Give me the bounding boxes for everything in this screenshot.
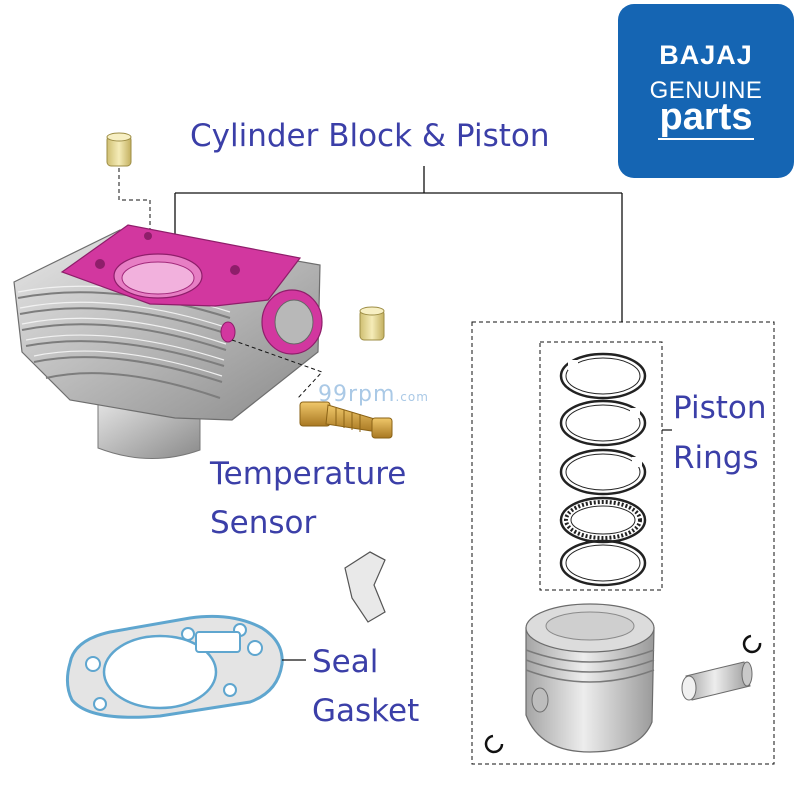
logo-parts: parts [659, 96, 753, 138]
seal-gasket-label-line2: Gasket [312, 693, 420, 729]
diagram-title: Cylinder Block & Piston [190, 118, 550, 154]
piston-rings-box [539, 341, 663, 591]
temperature-sensor-icon [299, 401, 393, 439]
piston-ring-icon [559, 539, 647, 587]
piston-icon [525, 603, 655, 753]
cylinder-block-icon [13, 224, 323, 460]
seal-icon [344, 551, 386, 623]
dowel-guide-line [118, 168, 151, 245]
piston-pin-icon [681, 661, 753, 701]
sensor-guide-line [231, 339, 323, 399]
piston-rings-label-line2: Rings [673, 440, 759, 476]
piston-ring-icon [559, 448, 647, 496]
piston-assembly-box [471, 321, 775, 765]
logo-brand: BAJAJ [659, 40, 753, 70]
dowel-pin-icon [359, 306, 385, 341]
piston-ring-icon [559, 399, 647, 447]
title-bracket [174, 166, 623, 322]
logo-genuine: GENUINE [649, 77, 763, 104]
piston-rings-label-line1: Piston [673, 390, 767, 426]
circlip-icon [742, 634, 762, 654]
temperature-sensor-label-line2: Sensor [210, 505, 317, 541]
bajaj-genuine-parts-logo: BAJAJ GENUINE parts [618, 4, 794, 178]
piston-ring-icon [559, 352, 647, 400]
watermark-main: 99rpm [318, 382, 396, 407]
gasket-icon [65, 614, 284, 719]
circlip-icon [484, 734, 504, 754]
watermark-suffix: .com [395, 390, 429, 404]
watermark: 99rpm.com [318, 382, 429, 407]
logo-underline [658, 138, 754, 140]
seal-gasket-label-line1: Seal [312, 644, 379, 680]
temperature-sensor-label-line1: Temperature [210, 456, 407, 492]
piston-ring-icon [559, 496, 647, 544]
dowel-pin-icon [106, 132, 132, 167]
